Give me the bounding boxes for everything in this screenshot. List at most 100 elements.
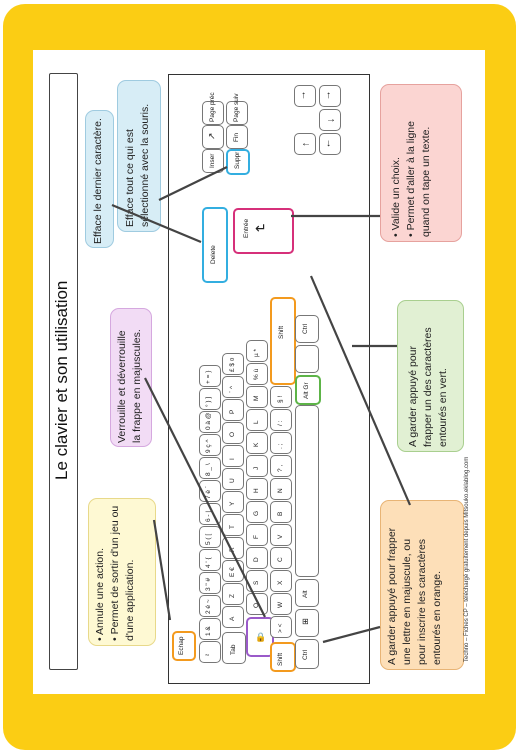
key-r2-2: E €: [222, 560, 244, 582]
key-r3-8: L: [246, 409, 268, 431]
key-label: Suppr: [234, 151, 241, 169]
note-shift: A garder appuyé pour frapper une lettre …: [380, 500, 464, 670]
key-label: £ $ ¤: [229, 357, 236, 372]
note-altgr-text: A garder appuyé pour frapper un des cara…: [406, 327, 451, 447]
note-line: A garder appuyé pour frapper: [386, 527, 398, 665]
key-entree: Entrée↵: [233, 208, 294, 254]
key-label: 2 é ~: [205, 599, 212, 614]
arrow-up-icon: ←: [301, 138, 311, 149]
key-label: L: [253, 420, 260, 424]
key-r3-9: M: [246, 386, 268, 408]
key-label: µ *: [253, 348, 260, 357]
key-label: Z: [229, 594, 236, 598]
note-line: • Valide un choix.: [390, 157, 402, 237]
key-r2-5: Y: [222, 491, 244, 513]
key-label: Tab: [230, 644, 237, 655]
key-label: D: [253, 557, 260, 562]
key-label: 7 è `: [205, 485, 212, 499]
key-arrow-left: ↓: [319, 133, 341, 155]
key-label: H: [253, 488, 260, 493]
key-suppr: Suppr: [226, 149, 250, 175]
key-r1-2: 2 é ~: [199, 595, 221, 617]
note-line: quand on tape un texte.: [420, 126, 432, 237]
key-r1-0: ²: [199, 641, 221, 663]
key-label: Shift: [278, 325, 285, 339]
key-r2-7: I: [222, 445, 244, 467]
key-label: ¨ ^: [229, 385, 236, 393]
key-ctrl-left: Ctrl: [295, 639, 319, 669]
key-pgsuiv: Page suiv: [226, 93, 248, 125]
key-alt: Alt: [295, 579, 319, 607]
note-line: d'une application.: [124, 559, 136, 641]
key-arrow-down: →: [319, 109, 341, 131]
key-label: X: [277, 580, 284, 585]
note-line: une lettre en majuscule, ou: [401, 538, 413, 665]
note-line: • Permet d'aller à la ligne: [405, 121, 417, 237]
note-line: • Permet de sortir d'un jeu ou: [109, 505, 121, 641]
key-r3-0: Q: [246, 593, 268, 615]
key-label: > <: [277, 623, 284, 633]
key-label: 6 - |: [205, 510, 212, 522]
windows-icon: ⊞: [302, 617, 309, 626]
key-r1-5: 5 ( [: [199, 526, 221, 548]
key-capslock: 🔒: [246, 617, 274, 657]
note-line: pour inscrire les caractères: [416, 538, 428, 665]
key-label: Ctrl: [302, 649, 309, 660]
key-label: V: [277, 534, 284, 539]
note-shift-text: A garder appuyé pour frapper une lettre …: [385, 528, 445, 665]
key-label: E €: [229, 567, 236, 577]
key-r1-6: 6 - |: [199, 503, 221, 525]
key-label: Alt: [302, 590, 309, 598]
key-label: F: [253, 535, 260, 539]
note-line: frapper un des caractères: [422, 327, 434, 447]
key-label: Page suiv: [233, 93, 240, 122]
key-r2-4: T: [222, 514, 244, 536]
key-label: A: [229, 616, 236, 621]
key-r4-2: X: [270, 570, 292, 592]
key-ctrl-right: Ctrl: [295, 315, 319, 343]
key-label: ²: [205, 653, 212, 656]
note-altgr: A garder appuyé pour frapper un des cara…: [397, 300, 464, 452]
key-inser: Inser: [202, 149, 224, 173]
key-r3-11: µ *: [246, 340, 268, 362]
arrow-left-icon: ↓: [326, 138, 331, 149]
key-label: R: [229, 547, 236, 552]
key-label: T: [229, 525, 236, 529]
note-line: Efface le dernier caractère.: [92, 118, 104, 244]
key-r2-11: £ $ ¤: [222, 353, 244, 375]
key-label: / :: [277, 420, 284, 426]
footer-credit: Techno – Fiches CP – téléchargé gratuite…: [464, 456, 470, 662]
key-r2-10: ¨ ^: [222, 376, 244, 398]
key-arrow-extra: ↑: [294, 85, 316, 107]
key-r4-7: ? ,: [270, 455, 292, 477]
key-r4-0: > <: [270, 616, 292, 638]
home-arrow-icon: ↖: [208, 131, 216, 141]
key-r3-7: K: [246, 432, 268, 454]
key-r4-8: . ;: [270, 432, 292, 454]
key-r2-3: R: [222, 537, 244, 559]
key-label: Alt Gr: [303, 382, 310, 399]
key-label: § !: [277, 395, 284, 403]
key-r2-9: P: [222, 399, 244, 421]
key-shift-left: Shift: [270, 642, 296, 672]
key-label: N: [277, 488, 284, 493]
key-label: Fin: [233, 132, 240, 142]
key-label: O: [229, 431, 236, 437]
key-delete: Delete: [202, 207, 228, 283]
arrow-icon: ↑: [301, 90, 306, 101]
key-tab: Tab: [222, 632, 246, 664]
key-r1-9: 9 ç ^: [199, 434, 221, 456]
key-label: 0 à @: [205, 412, 212, 430]
key-label: 1 &: [205, 626, 212, 636]
key-label: U: [229, 478, 236, 483]
note-delete-text: Efface tout ce qui est sélectionné avec …: [123, 104, 153, 227]
key-label: M: [253, 395, 260, 401]
note-line: sélectionné avec la souris.: [139, 103, 151, 227]
key-r4-5: B: [270, 501, 292, 523]
key-label: % ù: [253, 368, 260, 380]
key-label: Echap: [178, 636, 185, 655]
key-label: Q: [253, 602, 260, 608]
key-arrow-up: ←: [294, 133, 316, 155]
key-r2-8: O: [222, 422, 244, 444]
key-r3-5: H: [246, 478, 268, 500]
